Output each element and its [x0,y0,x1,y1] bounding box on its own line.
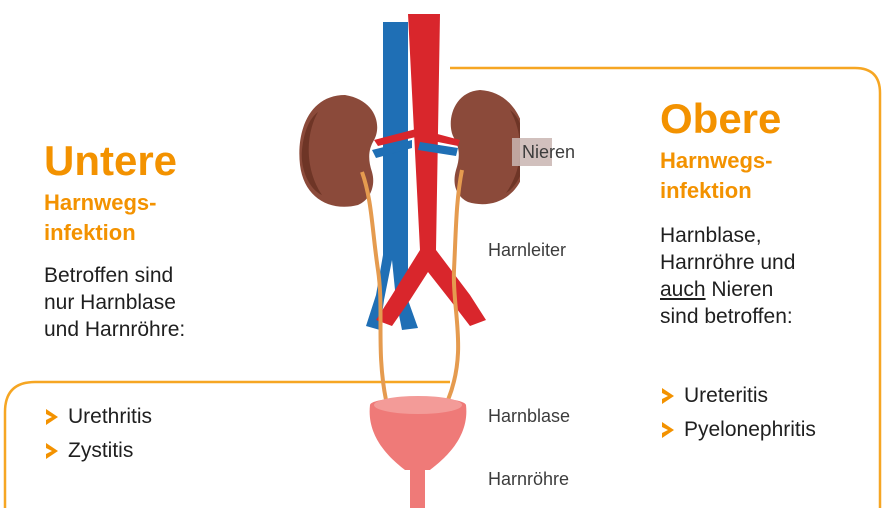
right-subtitle-line2: infektion [660,176,795,206]
left-desc-line3: und Harnröhre: [44,316,185,343]
right-description: Harnblase, Harnröhre und auch Nieren sin… [660,222,795,330]
list-item: Urethritis [44,400,152,434]
right-desc-line3-rest: Nieren [706,278,774,301]
label-harnroehre: Harnröhre [488,469,569,490]
right-desc-line2: Harnröhre und [660,249,795,276]
left-panel: Untere Harnwegs- infektion Betroffen sin… [44,140,185,343]
left-bullet-2: Zystitis [68,434,133,468]
left-description: Betroffen sind nur Harnblase und Harnröh… [44,262,185,343]
label-harnleiter: Harnleiter [488,240,566,261]
left-bullet-list: Urethritis Zystitis [44,400,152,468]
left-subtitle-line1: Harnwegs- [44,188,185,218]
urethra [410,468,425,508]
right-desc-underlined: auch [660,278,706,301]
right-bullet-list: Ureteritis Pyelonephritis [660,379,816,447]
right-desc-line3: auch Nieren [660,276,795,303]
chevron-right-icon [660,387,676,405]
chevron-right-icon [660,421,676,439]
chevron-right-icon [44,442,60,460]
right-panel: Obere Harnwegs- infektion Harnblase, Har… [660,98,795,330]
right-bullet-2: Pyelonephritis [684,413,816,447]
left-desc-line1: Betroffen sind [44,262,185,289]
right-subtitle-line1: Harnwegs- [660,146,795,176]
right-title: Obere [660,98,795,140]
right-bullet-1: Ureteritis [684,379,768,413]
left-bullet-1: Urethritis [68,400,152,434]
label-harnblase: Harnblase [488,406,570,427]
left-subtitle-line2: infektion [44,218,185,248]
left-desc-line2: nur Harnblase [44,289,185,316]
list-item: Ureteritis [660,379,816,413]
list-item: Zystitis [44,434,152,468]
label-nieren: Nieren [522,142,575,163]
left-title: Untere [44,140,185,182]
chevron-right-icon [44,408,60,426]
right-desc-line1: Harnblase, [660,222,795,249]
urinary-tract-illustration [290,0,520,508]
list-item: Pyelonephritis [660,413,816,447]
right-desc-line4: sind betroffen: [660,303,795,330]
